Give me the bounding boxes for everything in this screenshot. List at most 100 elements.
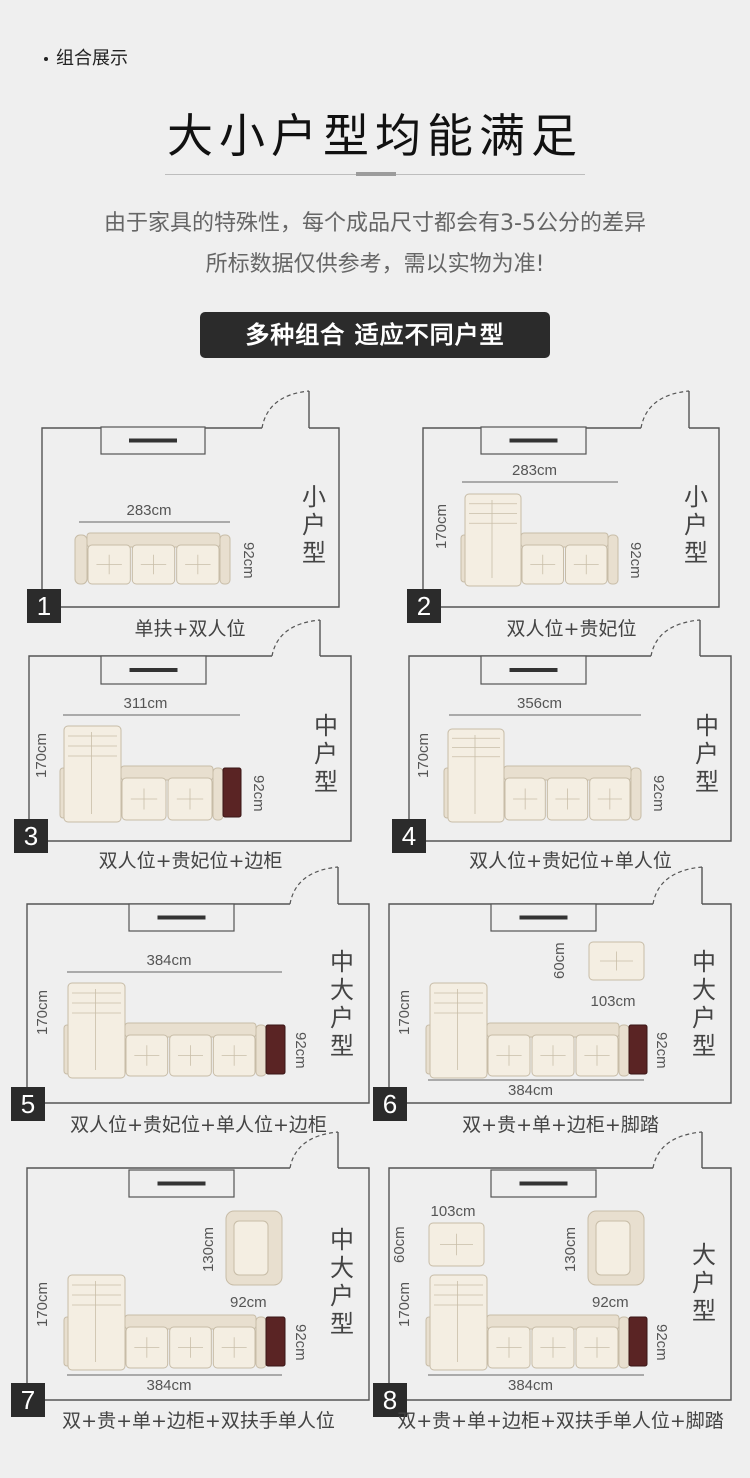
layout-7-number-badge: 7	[11, 1383, 45, 1417]
layout-5-tv-icon	[157, 915, 206, 920]
layout-1-left-arm	[74, 534, 88, 585]
layout-6-room-outline	[388, 903, 732, 1104]
layout-4-depth-label: 92cm	[650, 774, 667, 812]
layout-4-number-badge: 4	[392, 819, 426, 853]
layout-6-chaise-longue	[429, 982, 488, 1079]
layout-7-tv-icon	[157, 1181, 206, 1186]
layout-2-room-type: 小户型	[684, 483, 708, 567]
layout-1-right-arm	[219, 534, 231, 585]
layout-7-room-type: 中大户型	[330, 1226, 354, 1338]
layout-2-right-arm	[607, 534, 619, 585]
layout-8-room-type: 大户型	[692, 1241, 716, 1325]
layout-5-door-swing-icon	[289, 866, 339, 905]
layout-5-chaise-label: 170cm	[34, 989, 51, 1035]
layout-1-depth-label: 92cm	[240, 541, 257, 579]
layout-5-number-badge: 5	[11, 1087, 45, 1121]
section-tag: 组合展示	[44, 44, 128, 70]
layout-7-armchair-seat	[233, 1220, 269, 1276]
layout-2-chaise-label: 170cm	[433, 503, 450, 549]
layout-7-door-swing-icon	[289, 1131, 339, 1169]
layout-5-width-label: 384cm	[146, 952, 192, 969]
layout-3-room-type: 中户型	[314, 712, 338, 796]
layout-5-side-cabinet	[265, 1024, 286, 1075]
layout-7-armchair-width-label: 92cm	[230, 1294, 267, 1311]
layout-3-chaise-longue	[63, 725, 122, 823]
note-line-1: 由于家具的特殊性，每个成品尺寸都会有3-5公分的差异	[104, 211, 646, 236]
layout-5-right-arm	[255, 1024, 267, 1077]
layout-6-side-cabinet	[628, 1024, 648, 1075]
layout-1-number-badge: 1	[27, 589, 61, 623]
layout-2-depth-label: 92cm	[627, 541, 644, 579]
layout-5-depth-label: 92cm	[292, 1031, 309, 1069]
layout-8-side-cabinet	[628, 1316, 648, 1367]
layout-7-right-arm	[255, 1316, 267, 1369]
layout-7-armchair-depth-label: 130cm	[200, 1226, 217, 1272]
layout-2-caption: 双人位+贵妃位	[506, 618, 637, 640]
layout-1-room-type: 小户型	[302, 483, 326, 567]
layout-8-ottoman-width-label: 103cm	[430, 1203, 476, 1220]
layout-8-caption: 双+贵+单+边柜+双扶手单人位+脚踏	[397, 1410, 724, 1432]
layout-2-room-outline	[422, 427, 720, 608]
layout-7-width-label: 384cm	[146, 1377, 192, 1394]
layout-4-chaise-longue	[447, 728, 505, 823]
layout-3-width-label: 311cm	[123, 695, 168, 712]
layout-8-right-arm	[618, 1316, 630, 1369]
layout-8-room-outline	[388, 1167, 732, 1401]
layout-4-tv-icon	[509, 668, 558, 672]
layout-6-door-swing-icon	[652, 866, 703, 905]
layout-8-depth-label: 92cm	[653, 1323, 670, 1361]
layout-7-depth-label: 92cm	[292, 1323, 309, 1361]
layout-8-armchair-width-label: 92cm	[592, 1294, 629, 1311]
layout-3-chaise-label: 170cm	[33, 732, 50, 778]
layout-8-armchair-depth-label: 130cm	[562, 1226, 579, 1272]
layout-4-width-label: 356cm	[517, 695, 563, 712]
layout-4-room-type: 中户型	[695, 712, 719, 796]
layout-3-room-outline	[28, 655, 352, 842]
layout-4-chaise-label: 170cm	[415, 732, 432, 778]
layout-3-caption: 双人位+贵妃位+边柜	[98, 850, 283, 872]
layout-5-room-outline	[26, 903, 370, 1104]
layout-3-number-badge: 3	[14, 819, 48, 853]
layout-8-tv-icon	[519, 1181, 568, 1186]
layout-7-room-outline	[26, 1167, 370, 1401]
layout-1-door-swing-icon	[261, 390, 310, 429]
layout-2-width-label: 283cm	[512, 462, 558, 479]
combination-banner: 多种组合 适应不同户型	[200, 312, 550, 358]
layout-2-tv-icon	[509, 438, 558, 443]
layout-5-chaise-longue	[67, 982, 126, 1079]
layout-4-right-arm	[630, 767, 642, 821]
layout-8-door-swing-icon	[652, 1131, 703, 1169]
layout-8-chaise-longue	[429, 1274, 488, 1371]
layout-2-number-badge: 2	[407, 589, 441, 623]
layout-6-depth-label: 92cm	[653, 1031, 670, 1069]
layout-6-number-badge: 6	[373, 1087, 407, 1121]
layout-6-room-type: 中大户型	[692, 948, 716, 1060]
layout-3-door-swing-icon	[271, 619, 321, 657]
note-line-2: 所标数据仅供参考，需以实物为准!	[205, 252, 545, 277]
bullet-icon	[44, 57, 48, 61]
layout-6-caption: 双+贵+单+边柜+脚踏	[462, 1114, 659, 1136]
layout-7-chaise-label: 170cm	[34, 1281, 51, 1327]
layout-4-caption: 双人位+贵妃位+单人位	[469, 850, 672, 872]
page-title: 大小户型均能满足	[167, 109, 583, 163]
layout-8-width-label: 384cm	[508, 1377, 554, 1394]
layout-3-right-arm	[212, 767, 224, 821]
layout-1-width-label: 283cm	[126, 502, 172, 519]
layout-4-room-outline	[408, 655, 732, 842]
layout-8-armchair-seat	[595, 1220, 631, 1276]
layout-2-door-swing-icon	[640, 390, 690, 429]
layout-6-ottoman-width-label: 103cm	[590, 993, 636, 1010]
layout-8-chaise-label: 170cm	[396, 1281, 413, 1327]
section-tag-text: 组合展示	[56, 48, 128, 69]
layout-1-caption: 单扶+双人位	[134, 618, 246, 640]
title-divider-mark	[356, 172, 396, 176]
layout-3-depth-label: 92cm	[250, 774, 267, 812]
layout-7-caption: 双+贵+单+边柜+双扶手单人位	[62, 1410, 335, 1432]
layout-6-width-label: 384cm	[508, 1082, 554, 1099]
layout-6-chaise-label: 170cm	[396, 989, 413, 1035]
layout-5-room-type: 中大户型	[330, 948, 354, 1060]
layout-2-chaise-longue	[464, 493, 522, 587]
layout-3-tv-icon	[129, 668, 178, 672]
layout-1-room-outline	[41, 427, 340, 608]
